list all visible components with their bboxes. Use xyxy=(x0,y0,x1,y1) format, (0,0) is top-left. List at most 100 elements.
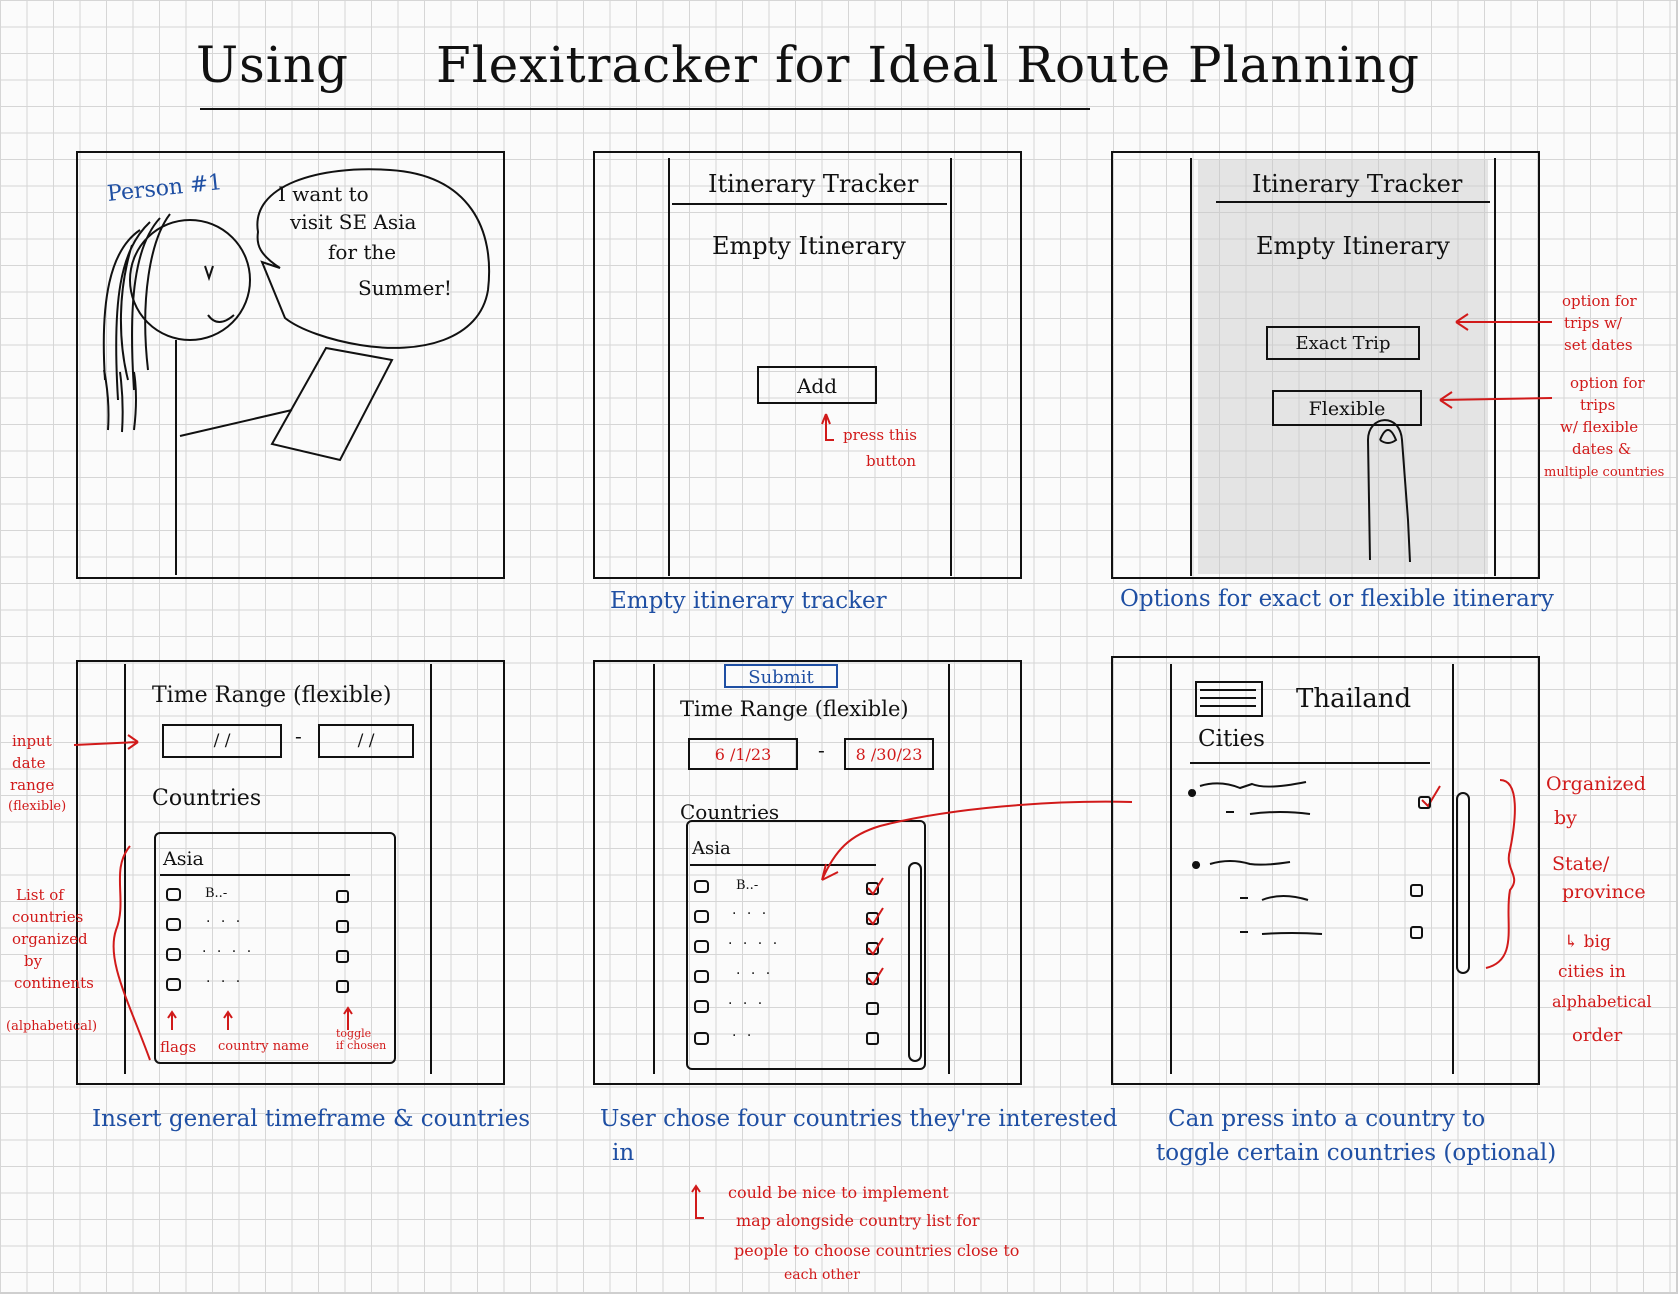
add-button-label: Add xyxy=(796,374,838,398)
country-list[interactable] xyxy=(154,832,396,1064)
flag-icon xyxy=(694,1000,709,1013)
panel-trip-options xyxy=(1111,151,1540,579)
phone-edge-right xyxy=(430,664,432,1074)
city-toggle[interactable] xyxy=(1410,884,1423,897)
panel-empty-tracker xyxy=(593,151,1022,579)
country-toggle[interactable] xyxy=(336,890,349,903)
country-toggle[interactable] xyxy=(336,980,349,993)
tracker-header: Itinerary Tracker xyxy=(708,170,919,198)
exact-note-2: trips w/ xyxy=(1564,314,1622,332)
flexible-button[interactable]: Flexible xyxy=(1272,390,1422,426)
date-end-input[interactable]: / / xyxy=(318,724,414,758)
country-name: B..- xyxy=(736,878,759,893)
phone-edge-right xyxy=(1494,158,1496,576)
continent-label: Asia xyxy=(163,848,204,870)
panel-person xyxy=(76,151,505,579)
list-note-2: countries xyxy=(12,908,84,926)
list-note-6: (alphabetical) xyxy=(6,1019,98,1034)
submit-button[interactable]: Submit xyxy=(724,664,838,688)
scrollbar[interactable] xyxy=(1456,792,1470,974)
flex-note-2: trips xyxy=(1580,396,1616,414)
phone-edge-left xyxy=(653,664,655,1074)
country-title: Thailand xyxy=(1296,684,1412,714)
cities-label: Cities xyxy=(1198,726,1265,752)
panel-country-cities xyxy=(1111,656,1540,1085)
flex-note-5: multiple countries xyxy=(1544,465,1665,480)
date-end-value: 8 /30/23 xyxy=(855,745,923,764)
flag-icon xyxy=(166,978,181,991)
exact-trip-button[interactable]: Exact Trip xyxy=(1266,326,1420,360)
flag-icon xyxy=(694,880,709,893)
add-button[interactable]: Add xyxy=(757,366,877,404)
toggle-label-1: toggle xyxy=(336,1027,372,1040)
continent-divider xyxy=(160,874,350,876)
date-start-input[interactable]: / / xyxy=(162,724,282,758)
date-dash: - xyxy=(295,724,302,748)
header-divider xyxy=(672,203,947,205)
org-note-1: Organized xyxy=(1546,773,1646,795)
map-note-1: could be nice to implement xyxy=(728,1183,949,1202)
time-range-label: Time Range (flexible) xyxy=(680,697,909,721)
list-note-1: List of xyxy=(16,886,64,904)
country-toggle[interactable] xyxy=(866,1002,879,1015)
flag-icon xyxy=(694,910,709,923)
date-end-value: / / xyxy=(357,731,375,751)
flexible-label: Flexible xyxy=(1308,398,1386,420)
time-range-label: Time Range (flexible) xyxy=(152,683,392,708)
input-note-2: date xyxy=(12,754,46,772)
overlay-shading xyxy=(1198,160,1488,574)
date-start-value: 6 /1/23 xyxy=(714,745,772,764)
caption-panel-6-line1: Can press into a country to xyxy=(1168,1106,1486,1132)
empty-itinerary-text: Empty Itinerary xyxy=(712,232,906,260)
caption-panel-6-line2: toggle certain countries (optional) xyxy=(1156,1140,1557,1166)
cities-divider xyxy=(1190,762,1430,764)
country-name: B..- xyxy=(205,886,228,901)
input-note-3: range xyxy=(10,776,55,794)
date-dash: - xyxy=(818,738,825,762)
panel-countries-chosen xyxy=(593,660,1022,1085)
date-start-value: / / xyxy=(213,731,231,751)
exact-trip-label: Exact Trip xyxy=(1295,333,1391,354)
speech-line-4: Summer! xyxy=(358,276,452,300)
city-toggle[interactable] xyxy=(1410,926,1423,939)
country-name-label: country name xyxy=(218,1039,309,1054)
exact-note-1: option for xyxy=(1562,292,1637,310)
continent-label: Asia xyxy=(692,838,731,859)
list-note-5: continents xyxy=(14,974,94,992)
flag-icon xyxy=(166,888,181,901)
flag-icon xyxy=(694,970,709,983)
phone-edge-right xyxy=(948,664,950,1074)
panel-input-range xyxy=(76,660,505,1085)
caption-panel-4: Insert general timeframe & countries xyxy=(92,1106,531,1132)
phone-edge-left xyxy=(1170,664,1172,1074)
title-using: Using xyxy=(196,36,349,94)
country-toggle[interactable] xyxy=(336,950,349,963)
empty-itinerary-text: Empty Itinerary xyxy=(1256,232,1450,260)
list-note-3: organized xyxy=(12,930,88,948)
flex-note-3: w/ flexible xyxy=(1560,418,1639,436)
title-underline xyxy=(200,108,1090,110)
caption-panel-3: Options for exact or flexible itinerary xyxy=(1120,586,1554,612)
flag-icon xyxy=(166,948,181,961)
submit-label: Submit xyxy=(748,667,814,688)
country-toggle[interactable] xyxy=(336,920,349,933)
flag-icon xyxy=(166,918,181,931)
date-start-input[interactable]: 6 /1/23 xyxy=(688,738,798,770)
title-main: Flexitracker for Ideal Route Planning xyxy=(436,36,1420,94)
city-toggle-checked[interactable] xyxy=(1418,796,1431,809)
input-note-1: input xyxy=(12,732,52,750)
scrollbar[interactable] xyxy=(908,862,922,1062)
country-list[interactable] xyxy=(686,820,926,1070)
toggle-label-2: if chosen xyxy=(336,1039,387,1052)
phone-edge-right xyxy=(950,158,952,576)
phone-edge-left xyxy=(668,158,670,576)
flex-note-1: option for xyxy=(1570,374,1645,392)
date-end-input[interactable]: 8 /30/23 xyxy=(844,738,934,770)
country-toggle[interactable] xyxy=(866,1032,879,1045)
flag-icon xyxy=(694,1032,709,1045)
list-note-4: by xyxy=(24,952,43,970)
